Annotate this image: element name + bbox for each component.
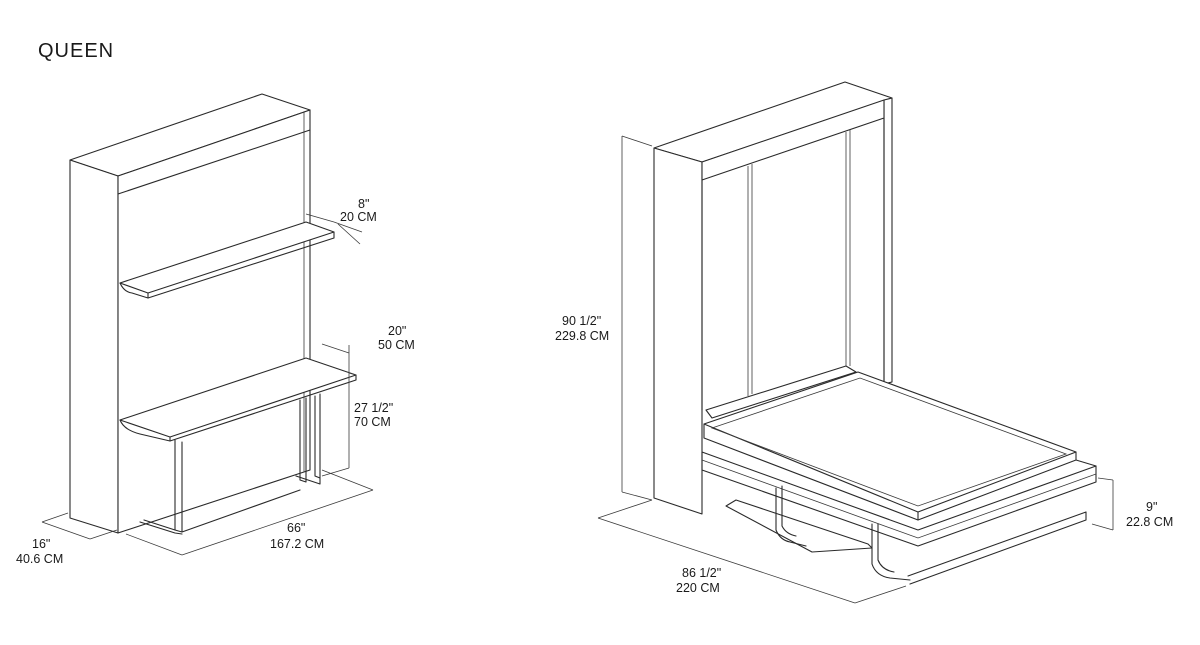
left-dimension-lines (41, 213, 374, 556)
cabinet-side-panel (653, 147, 703, 515)
desk (119, 357, 357, 535)
cabinet-depth-metric: 40.6 CM (16, 552, 63, 566)
right-dimension-lines (597, 135, 1114, 604)
open-length-imperial: 86 1/2" (682, 566, 721, 580)
cabinet-front-panel (117, 109, 311, 534)
mattress (703, 371, 1077, 521)
cabinet-width-metric: 167.2 CM (270, 537, 324, 551)
desk-height-imperial: 27 1/2" (354, 401, 393, 415)
desk-height-metric: 70 CM (354, 415, 391, 429)
cabinet-side-panel (69, 159, 119, 534)
open-length-metric: 220 CM (676, 581, 720, 595)
bed-frame (701, 451, 1097, 585)
bed-height-imperial: 9" (1146, 500, 1157, 514)
cabinet-depth-imperial: 16" (32, 537, 50, 551)
height-metric: 229.8 CM (555, 329, 609, 343)
cabinet-width-imperial: 66" (287, 521, 305, 535)
desk-depth-imperial: 20" (388, 324, 406, 338)
shelf (119, 221, 335, 299)
height-imperial: 90 1/2" (562, 314, 601, 328)
page-title: QUEEN (38, 40, 114, 62)
shelf-depth-imperial: 8" (358, 197, 369, 211)
desk-depth-metric: 50 CM (378, 338, 415, 352)
closed-unit-illustration: 8" 20 CM 20" 50 CM 27 1/2" 70 CM 66" 167… (16, 93, 415, 566)
shelf-depth-metric: 20 CM (340, 210, 377, 224)
bed-height-metric: 22.8 CM (1126, 515, 1173, 529)
open-bed-illustration: 90 1/2" 229.8 CM 86 1/2" 220 CM 9" 22.8 … (555, 81, 1173, 604)
